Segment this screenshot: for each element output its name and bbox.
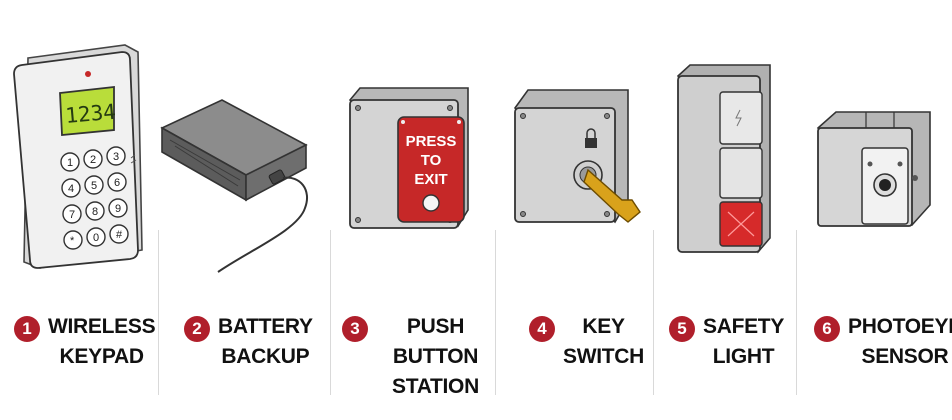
item-title: SAFETY LIGHT bbox=[703, 312, 784, 372]
product-illustrations: 1234 1 2 3 4 5 6 7 8 bbox=[13, 44, 931, 273]
item-title-line2: STATION bbox=[392, 375, 479, 398]
svg-text:#: # bbox=[116, 229, 123, 241]
keypad-keys: 1 2 3 4 5 6 7 8 9 * 0 # bbox=[60, 146, 129, 250]
item-number-badge: 4 bbox=[529, 316, 555, 342]
red-exit-plate bbox=[397, 116, 465, 223]
item-panel-3: 3 PUSH BUTTON STATION bbox=[330, 0, 495, 420]
item-title-line2: SWITCH bbox=[563, 345, 645, 368]
item-title-line1: PHOTOEYE bbox=[848, 315, 952, 338]
exit-button-icon bbox=[422, 194, 440, 212]
svg-text:5: 5 bbox=[91, 180, 97, 192]
item-panel-2: 2 BATTERY BACKUP bbox=[158, 0, 330, 420]
item-panel-5: 5 SAFETY LIGHT bbox=[653, 0, 796, 420]
exit-plate-line1: PRESS bbox=[406, 133, 457, 150]
svg-text:8: 8 bbox=[92, 206, 98, 218]
column-divider bbox=[495, 230, 496, 395]
item-panel-4: 4 KEY SWITCH bbox=[495, 0, 653, 420]
item-panel-6: 6 PHOTOEYE SENSOR bbox=[796, 0, 952, 420]
svg-text:1: 1 bbox=[67, 157, 73, 169]
item-title: WIRELESS KEYPAD bbox=[48, 312, 156, 372]
item-label-3: 3 PUSH BUTTON STATION bbox=[342, 312, 495, 402]
column-divider bbox=[796, 230, 797, 395]
item-title-line1: BATTERY bbox=[218, 315, 313, 338]
svg-text:9: 9 bbox=[115, 203, 121, 215]
key-switch-illustration bbox=[513, 89, 641, 224]
battery-backup-illustration bbox=[160, 99, 308, 273]
item-number-badge: 6 bbox=[814, 316, 840, 342]
wireless-keypad-illustration: 1234 1 2 3 4 5 6 7 8 bbox=[13, 44, 143, 269]
item-title: KEY SWITCH bbox=[563, 312, 644, 372]
push-button-station-illustration: PRESS TO EXIT bbox=[348, 87, 469, 229]
wireless-signal-icon bbox=[130, 154, 137, 164]
svg-text:0: 0 bbox=[93, 232, 99, 244]
sensor-lens-icon bbox=[879, 179, 891, 191]
column-divider bbox=[653, 230, 654, 395]
item-title-line2: KEYPAD bbox=[59, 345, 144, 368]
item-label-1: 1 WIRELESS KEYPAD bbox=[14, 312, 156, 372]
svg-text:6: 6 bbox=[114, 177, 120, 189]
item-label-4: 4 KEY SWITCH bbox=[529, 312, 644, 372]
clear-lens-middle bbox=[719, 147, 763, 199]
item-title: PHOTOEYE SENSOR bbox=[848, 312, 952, 372]
item-number-badge: 1 bbox=[14, 316, 40, 342]
svg-text:4: 4 bbox=[68, 183, 74, 195]
item-title-line1: WIRELESS bbox=[48, 315, 156, 338]
item-title-line1: KEY bbox=[582, 315, 625, 338]
photoeye-sensor-illustration bbox=[816, 111, 931, 227]
lock-body-icon bbox=[585, 138, 597, 148]
lock-icon bbox=[586, 128, 596, 138]
item-label-5: 5 SAFETY LIGHT bbox=[669, 312, 784, 372]
connector-icon bbox=[268, 169, 286, 185]
lcd-screen bbox=[59, 85, 115, 136]
item-title-line1: PUSH BUTTON bbox=[392, 315, 479, 368]
brass-key-icon bbox=[583, 168, 641, 223]
svg-text:3: 3 bbox=[113, 151, 119, 163]
cable bbox=[217, 176, 308, 273]
item-title-line2: SENSOR bbox=[861, 345, 949, 368]
item-title: PUSH BUTTON STATION bbox=[376, 312, 495, 402]
item-label-2: 2 BATTERY BACKUP bbox=[184, 312, 313, 372]
exit-plate-line2: TO bbox=[421, 152, 442, 169]
svg-text:2: 2 bbox=[90, 154, 96, 166]
safety-light-illustration bbox=[677, 64, 771, 254]
column-divider bbox=[158, 230, 159, 395]
lcd-display-text: 1234 bbox=[64, 100, 116, 128]
lightning-icon bbox=[735, 109, 742, 127]
svg-text:*: * bbox=[70, 235, 75, 247]
exit-plate-line3: EXIT bbox=[414, 171, 447, 188]
item-title-line2: LIGHT bbox=[712, 345, 775, 368]
item-title: BATTERY BACKUP bbox=[218, 312, 313, 372]
item-label-6: 6 PHOTOEYE SENSOR bbox=[814, 312, 952, 372]
status-led-icon bbox=[85, 71, 91, 77]
item-panel-1: 1 WIRELESS KEYPAD bbox=[0, 0, 158, 420]
item-title-line2: BACKUP bbox=[221, 345, 310, 368]
item-title-line1: SAFETY bbox=[703, 315, 785, 338]
svg-text:7: 7 bbox=[69, 209, 75, 221]
item-number-badge: 2 bbox=[184, 316, 210, 342]
item-number-badge: 3 bbox=[342, 316, 368, 342]
item-number-badge: 5 bbox=[669, 316, 695, 342]
column-divider bbox=[330, 230, 331, 395]
